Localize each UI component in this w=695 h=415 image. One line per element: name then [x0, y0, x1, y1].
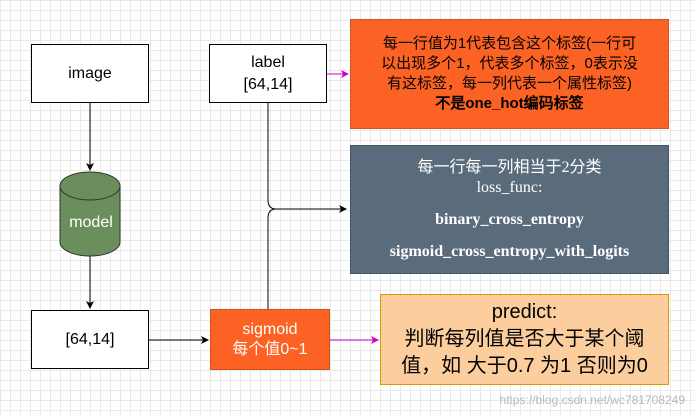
sigmoid-title: sigmoid: [242, 320, 298, 338]
label-node: label [64,14]: [209, 44, 327, 103]
label-note-emphasis: 不是one_hot编码标签: [435, 95, 584, 112]
image-node-label: image: [68, 64, 112, 82]
label-node-title: label: [251, 53, 285, 71]
model-cylinder: [59, 171, 121, 257]
label-note-line: 每一行值为1代表包含这个标签(一行可: [382, 35, 637, 52]
loss-note-line1: 每一行每一列相当于2分类: [417, 158, 602, 176]
sigmoid-range: 每个值0~1: [232, 340, 308, 358]
predict-line3: 值，如 大于0.7 为1 否则为0: [401, 355, 648, 377]
loss-func-binary: binary_cross_entropy: [435, 210, 584, 228]
loss-func-sigmoid: sigmoid_cross_entropy_with_logits: [389, 242, 630, 260]
sigmoid-node: sigmoid 每个值0~1: [210, 309, 330, 370]
edge-label-loss: [267, 103, 347, 213]
label-note-line: 以出现多个1，代表多个标签，0表示没: [381, 55, 638, 72]
label-node-shape: [64,14]: [243, 75, 293, 93]
image-node: image: [31, 44, 149, 103]
loss-function-note: 每一行每一列相当于2分类 loss_func: binary_cross_ent…: [350, 145, 669, 274]
predict-line2: 判断每列值是否大于某个阈: [404, 328, 645, 350]
edge-sigmoid-loss: [267, 208, 277, 309]
predict-title: predict:: [491, 301, 558, 323]
watermark: https://blog.csdn.net/wc781708249: [499, 393, 685, 407]
label-note-line: 有这标签，每一列代表一个属性标签): [387, 75, 632, 92]
label-explanation-note: 每一行值为1代表包含这个标签(一行可 以出现多个1，代表多个标签，0表示没 有这…: [350, 19, 669, 129]
model-node-label: model: [69, 214, 113, 231]
output-shape-label: [64,14]: [65, 330, 115, 348]
output-shape-node: [64,14]: [31, 310, 149, 369]
loss-note-line2: loss_func:: [476, 178, 543, 196]
predict-note: predict: 判断每列值是否大于某个阈 值，如 大于0.7 为1 否则为0: [380, 294, 669, 385]
